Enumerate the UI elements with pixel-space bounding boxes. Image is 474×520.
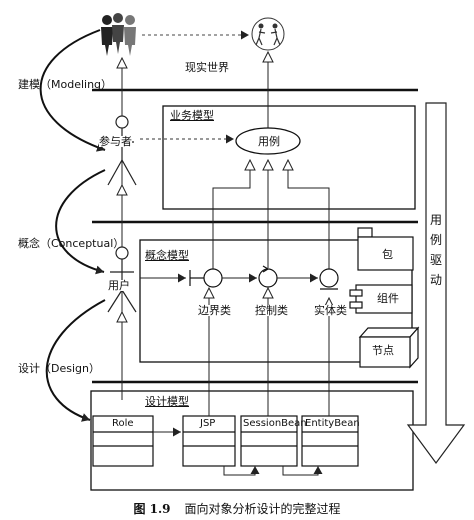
class-name-role: Role bbox=[112, 418, 134, 429]
business-model-title: 业务模型 bbox=[170, 109, 214, 122]
control-class-symbol bbox=[258, 265, 278, 288]
business-model-box bbox=[162, 105, 416, 210]
section-concept-label: 概念（Conceptual） bbox=[18, 237, 125, 250]
use-case-driven-char-2: 例 bbox=[429, 233, 442, 247]
concept-model-title: 概念模型 bbox=[145, 249, 189, 262]
boundary-class-symbol bbox=[189, 268, 223, 288]
concept-to-usecase-arrows bbox=[212, 160, 330, 270]
user-actor bbox=[107, 246, 137, 313]
user-label: 用户 bbox=[108, 279, 130, 292]
entity-class-symbol bbox=[319, 268, 339, 290]
use-case-ellipse bbox=[235, 127, 301, 155]
design-model-title: 设计模型 bbox=[145, 395, 189, 408]
boundary-class-label: 边界类 bbox=[198, 304, 231, 317]
use-case-driven-text: 用 例 驱 动 bbox=[429, 210, 443, 290]
entity-class-label: 实体类 bbox=[314, 304, 347, 317]
component-icon bbox=[349, 284, 413, 314]
node-icon bbox=[358, 326, 420, 369]
design-model-box bbox=[90, 390, 414, 491]
design-class-links bbox=[153, 427, 323, 476]
control-class-label: 控制类 bbox=[255, 304, 288, 317]
class-name-jsp: JSP bbox=[200, 418, 216, 429]
node-label: 节点 bbox=[372, 344, 394, 357]
people-group-icon bbox=[101, 13, 136, 56]
class-name-sessionbean: SessionBean bbox=[243, 418, 307, 429]
figure-caption-text: 面向对象分析设计的完整过程 bbox=[184, 502, 341, 516]
component-label: 组件 bbox=[377, 292, 399, 305]
participant-label: 参与者 bbox=[99, 135, 132, 148]
use-case-driven-char-1: 用 bbox=[429, 213, 442, 227]
figure-caption: 图 1.9 面向对象分析设计的完整过程 bbox=[0, 500, 474, 517]
section-modeling-label: 建模（Modeling） bbox=[18, 78, 113, 91]
use-case-driven-char-3: 驱 bbox=[429, 253, 442, 267]
package-icon bbox=[357, 227, 414, 271]
package-label: 包 bbox=[382, 248, 393, 261]
use-case-driven-arrow bbox=[406, 102, 466, 465]
use-case-driven-char-4: 动 bbox=[429, 273, 442, 287]
separator-lines bbox=[92, 88, 418, 384]
use-case-label: 用例 bbox=[258, 135, 280, 148]
figure-number: 图 1.9 bbox=[133, 502, 171, 516]
section-design-label: 设计（Design） bbox=[18, 362, 100, 375]
abstract-people-icon bbox=[251, 17, 285, 51]
class-name-entitybean: EntityBean bbox=[305, 418, 360, 429]
real-world-label: 现实世界 bbox=[185, 61, 229, 74]
section-curve-arrows bbox=[39, 29, 106, 422]
